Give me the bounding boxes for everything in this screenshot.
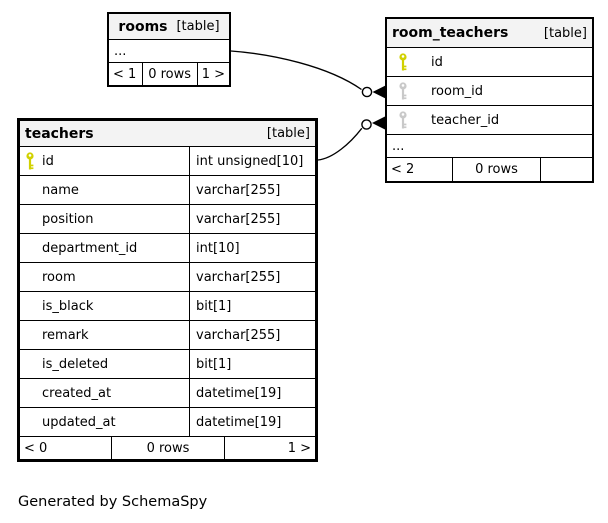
pagination-footer: < 0 0 rows 1 > (20, 437, 315, 459)
column-row: created_at datetime[19] (20, 379, 315, 408)
column-row: updated_at datetime[19] (20, 408, 315, 437)
column-type: int[10] (196, 240, 240, 256)
relationship-line (230, 50, 362, 91)
table-tag: [table] (543, 25, 587, 41)
footer-row-count: 0 rows (112, 437, 225, 459)
column-row: remark varchar[255] (20, 321, 315, 350)
column-row: teacher_id (387, 106, 592, 135)
column-name: room (42, 269, 76, 285)
footer-related-in: < 2 (387, 158, 453, 181)
column-row: department_id int[10] (20, 234, 315, 263)
footer-related-out: 1 > (201, 66, 225, 82)
column-type: varchar[255] (196, 269, 281, 285)
column-row: name varchar[255] (20, 176, 315, 205)
column-row: position varchar[255] (20, 205, 315, 234)
column-row: id (387, 48, 592, 77)
primary-key-icon (387, 53, 431, 71)
column-type: varchar[255] (196, 211, 281, 227)
foreign-key-icon (387, 82, 431, 100)
column-row: is_deleted bit[1] (20, 350, 315, 379)
primary-key-icon (20, 152, 42, 170)
ellipsis-text: ... (114, 43, 127, 59)
column-name: teacher_id (431, 112, 500, 128)
column-name: is_black (42, 298, 94, 314)
arrowhead-icon (372, 85, 385, 99)
column-name: room_id (431, 83, 483, 99)
table-header: rooms [table] (109, 14, 229, 40)
table-tag: [table] (266, 126, 310, 141)
column-name: id (42, 153, 54, 169)
column-name: department_id (42, 240, 138, 256)
column-row: room varchar[255] (20, 263, 315, 292)
relation-teachers-to-room-teachers (317, 116, 385, 161)
footer-related-in: < 0 (20, 437, 112, 459)
pagination-footer: < 1 0 rows 1 > (109, 63, 229, 85)
foreign-key-icon (387, 111, 431, 129)
column-row: is_black bit[1] (20, 292, 315, 321)
column-name: is_deleted (42, 356, 109, 372)
ellipsis-row: ... (109, 40, 229, 63)
cardinality-circle-icon (361, 119, 372, 130)
table-header: teachers [table] (20, 121, 315, 147)
footer-related-in: < 1 (109, 63, 143, 85)
footer-row-count: 0 rows (453, 158, 541, 181)
footer-related-out (541, 158, 592, 181)
pagination-footer: < 2 0 rows (387, 158, 592, 181)
column-type: datetime[19] (196, 414, 282, 430)
table-tag: [table] (176, 19, 220, 34)
column-type: bit[1] (196, 356, 232, 372)
table-header: room_teachers [table] (387, 19, 592, 48)
table-title: rooms (118, 18, 168, 35)
cardinality-circle-icon (361, 86, 373, 98)
column-name: remark (42, 327, 89, 343)
column-type: varchar[255] (196, 327, 281, 343)
relationship-line (317, 127, 363, 161)
generated-by-note: Generated by SchemaSpy (18, 494, 208, 510)
column-row: id int unsigned[10] (20, 147, 315, 176)
column-name: position (42, 211, 94, 227)
ellipsis-text: ... (392, 138, 405, 154)
column-row: room_id (387, 77, 592, 106)
column-type: bit[1] (196, 298, 232, 314)
footer-related-out: 1 > (287, 440, 311, 456)
relation-rooms-to-room-teachers (230, 50, 385, 99)
column-name: name (42, 182, 79, 198)
column-type: varchar[255] (196, 182, 281, 198)
table-node-room-teachers[interactable]: room_teachers [table] id room_id (385, 17, 594, 183)
table-node-rooms[interactable]: rooms [table] ... < 1 0 rows 1 > (107, 12, 231, 87)
table-node-teachers[interactable]: teachers [table] id int unsigned[10] nam… (17, 118, 318, 462)
column-name: updated_at (42, 414, 116, 430)
column-type: int unsigned[10] (196, 153, 304, 169)
table-title: teachers (25, 125, 94, 142)
ellipsis-row: ... (387, 135, 592, 158)
column-name: created_at (42, 385, 112, 401)
column-name: id (431, 54, 443, 70)
footer-row-count: 0 rows (143, 63, 198, 85)
column-type: datetime[19] (196, 385, 282, 401)
table-title: room_teachers (392, 25, 509, 41)
arrowhead-icon (372, 116, 385, 130)
